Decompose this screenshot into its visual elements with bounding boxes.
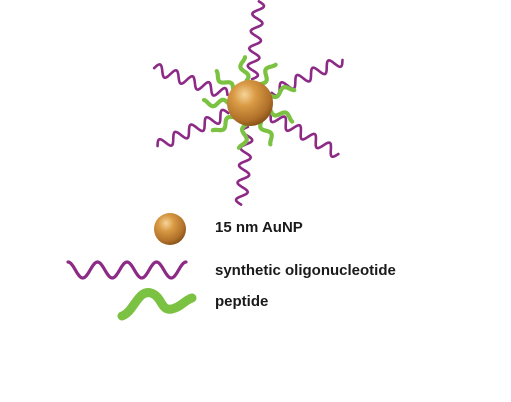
peptide-strand	[238, 55, 251, 84]
peptide-strand	[210, 114, 236, 133]
legend-label-peptide: peptide	[215, 293, 269, 310]
oligonucleotide-strand	[234, 125, 254, 206]
legend-aunp-icon	[154, 213, 186, 245]
oligonucleotide-strands	[152, 0, 344, 206]
peptide-strand	[268, 108, 295, 124]
peptide-strand	[258, 62, 278, 87]
aunp-core	[227, 80, 273, 126]
legend-label-aunp: 15 nm AuNP	[215, 219, 303, 236]
peptide-strand	[214, 69, 236, 91]
peptide-strand	[236, 122, 249, 150]
oligonucleotide-strand	[156, 108, 230, 148]
legend-icons	[66, 213, 197, 321]
peptide-strand	[258, 119, 274, 147]
aunp-conjugate	[152, 0, 344, 206]
legend-oligonucleotide-icon	[66, 260, 188, 280]
oligonucleotide-strand	[270, 58, 344, 98]
oligonucleotide-strand	[152, 63, 229, 97]
peptide-shell	[201, 55, 297, 150]
peptide-strand	[201, 97, 231, 109]
legend-label-oligonucleotide: synthetic oligonucleotide	[215, 262, 396, 279]
legend-peptide-icon	[117, 288, 197, 321]
peptide-strand	[268, 85, 297, 100]
oligonucleotide-strand	[269, 113, 340, 159]
oligonucleotide-strand	[246, 0, 266, 81]
